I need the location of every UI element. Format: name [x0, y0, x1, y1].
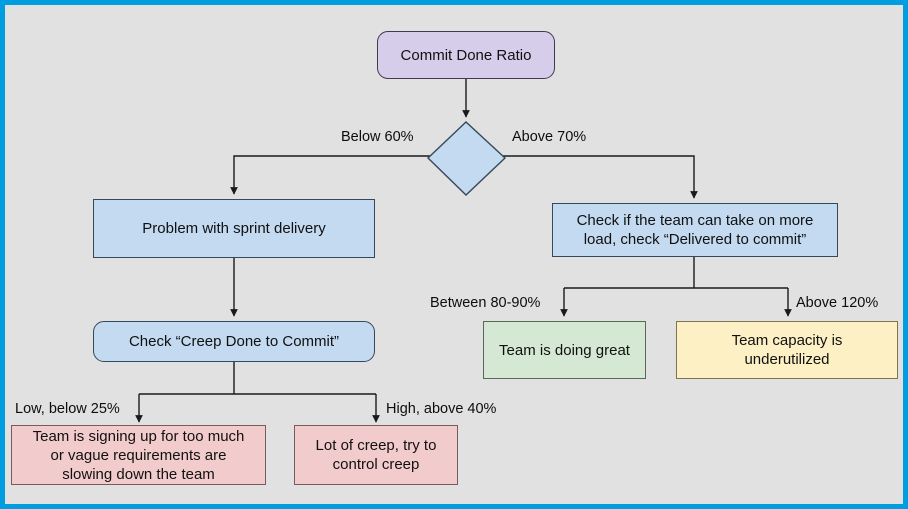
node-label-line-2: load, check “Delivered to commit”	[583, 231, 807, 248]
edge-decision-to-problem	[230, 155, 433, 195]
node-commit-done-ratio[interactable]: Commit Done Ratio	[377, 31, 555, 79]
edge-decision-to-check-load	[500, 155, 698, 199]
node-check-if-team-can-take-more-load[interactable]: Check if the team can take on more load,…	[552, 203, 838, 257]
decision-diamond	[426, 121, 507, 196]
node-label-line-1: Team capacity is	[731, 332, 843, 349]
node-label-line-1: Check if the team can take on more	[576, 212, 814, 229]
node-check-creep-done-to-commit[interactable]: Check “Creep Done to Commit”	[93, 321, 375, 362]
node-label-line-3: slowing down the team	[62, 465, 215, 483]
node-label: Check if the team can take on more load,…	[561, 211, 829, 249]
node-team-is-doing-great[interactable]: Team is doing great	[483, 321, 646, 379]
edge-label-above-120: Above 120%	[796, 295, 879, 311]
node-label: Team is signing up for too much or vague…	[20, 427, 257, 484]
node-label: Team capacity is underutilized	[685, 331, 889, 369]
node-label-line-2: underutilized	[744, 351, 830, 368]
node-label: Check “Creep Done to Commit”	[128, 333, 340, 350]
edge-label-high-above-40: High, above 40%	[386, 401, 497, 417]
edge-label-above-70: Above 70%	[512, 129, 587, 145]
node-label-line-1: Team is signing up for too much	[32, 427, 245, 445]
node-label: Commit Done Ratio	[400, 46, 532, 64]
edge-label-below-60: Below 60%	[341, 129, 414, 145]
node-label-line-2: control creep	[332, 456, 420, 473]
node-problem-with-sprint-delivery[interactable]: Problem with sprint delivery	[93, 199, 375, 258]
node-team-capacity-is-underutilized[interactable]: Team capacity is underutilized	[676, 321, 898, 379]
node-label: Team is doing great	[499, 341, 630, 359]
edge-label-between-80-90: Between 80-90%	[430, 295, 541, 311]
node-label-line-1: Lot of creep, try to	[315, 437, 437, 454]
node-label: Lot of creep, try to control creep	[303, 436, 449, 474]
node-lot-of-creep-control-creep[interactable]: Lot of creep, try to control creep	[294, 425, 458, 485]
node-label: Problem with sprint delivery	[142, 220, 326, 237]
node-label-line-2: or vague requirements are	[50, 446, 227, 464]
edge-label-low-below-25: Low, below 25%	[15, 401, 120, 417]
node-team-signing-up-for-too-much[interactable]: Team is signing up for too much or vague…	[11, 425, 266, 485]
